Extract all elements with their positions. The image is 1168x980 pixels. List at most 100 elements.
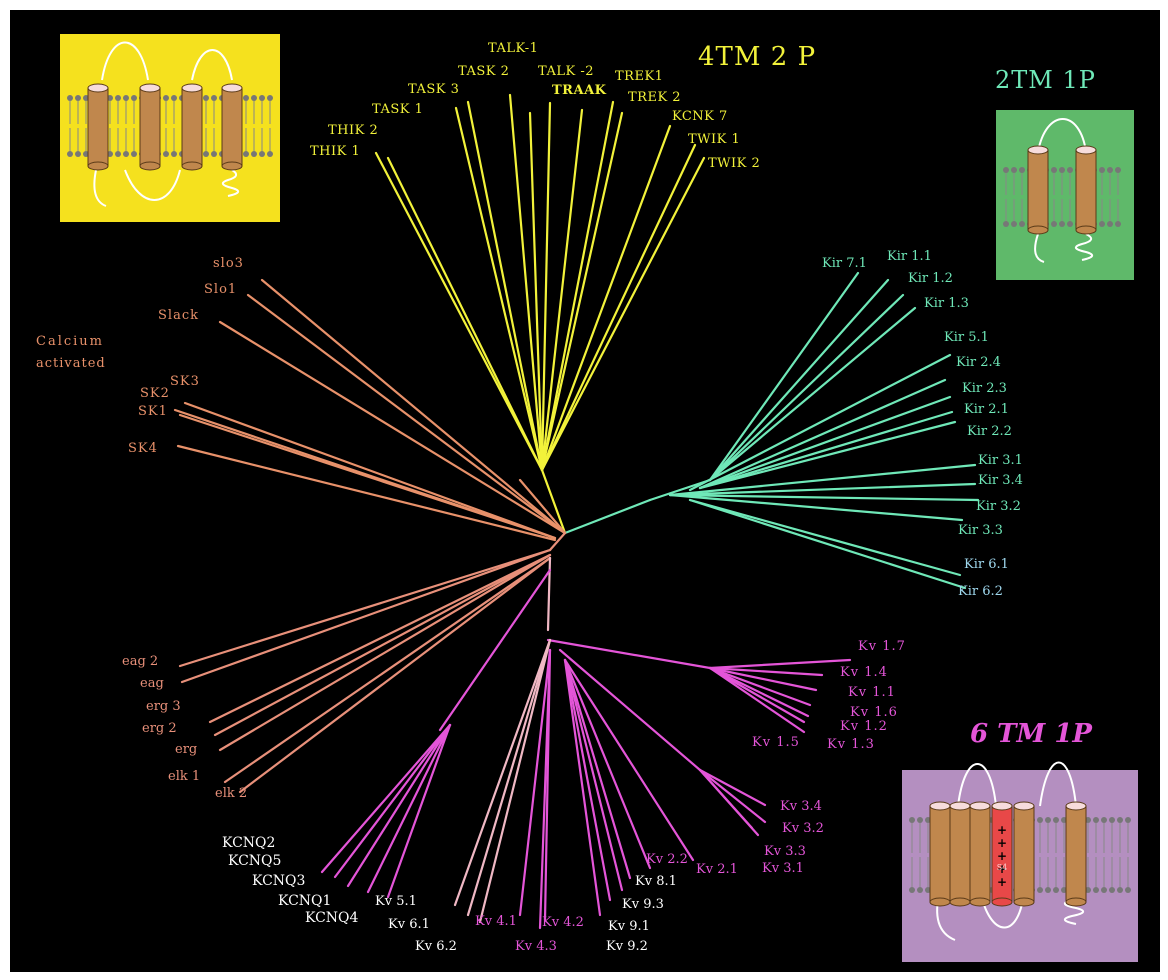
lipid-head-icon	[211, 151, 217, 157]
helix-top-icon	[949, 801, 971, 811]
kcnq-label: KCNQ5	[228, 853, 281, 869]
helix-bottom-icon	[139, 161, 161, 171]
kir-label: Kir 2.4	[956, 355, 1001, 370]
n-term-icon	[1034, 233, 1045, 263]
kv1-label: Kv 1.5	[752, 735, 800, 750]
helix-bottom-icon	[181, 161, 203, 171]
lipid-head-icon	[123, 95, 129, 101]
s4-charge-label: +	[997, 862, 1007, 876]
kvmid-branch	[563, 658, 602, 917]
s4-charge-label: +	[997, 823, 1007, 837]
k2p-stem	[540, 468, 567, 535]
kv1-branch	[708, 666, 810, 718]
eag-branch	[208, 553, 552, 724]
lipid-head-icon	[163, 151, 169, 157]
helix-body-icon	[1065, 805, 1087, 903]
lipid-head-icon	[67, 151, 73, 157]
kir-branch	[698, 395, 952, 490]
k2p-label: TWIK 2	[708, 156, 760, 171]
s4-charge-label: +	[997, 849, 1007, 863]
helix-icon	[1027, 145, 1049, 235]
k2p-label: TASK 3	[408, 82, 459, 97]
kcnq-branch	[346, 723, 452, 888]
eag-label: eag 2	[122, 654, 158, 669]
kir-branch	[668, 493, 964, 522]
pore-loop-icon	[1039, 761, 1077, 807]
eag-stem	[548, 531, 567, 552]
kv1-label: Kv 1.6	[850, 705, 898, 720]
lipid-head-icon	[75, 95, 81, 101]
kv1-stem	[546, 638, 712, 670]
eag-label: erg 2	[142, 721, 177, 736]
kv1-branch	[708, 658, 852, 670]
helix-top-icon	[991, 801, 1013, 811]
helix-top-icon	[181, 83, 203, 93]
kir-label: Kir 6.2	[958, 584, 1003, 599]
kir-stem-inner	[648, 478, 712, 502]
lipid-head-icon	[1003, 221, 1009, 227]
kv1-branch	[708, 666, 824, 677]
eag-branch	[238, 556, 552, 794]
calcium-branch	[246, 293, 567, 535]
kir-branch	[708, 271, 860, 482]
helix-top-icon	[1027, 145, 1049, 155]
kir-label: Kir 3.3	[958, 523, 1003, 538]
kv1-label: Kv 1.1	[848, 685, 896, 700]
s4-charge-label: +	[997, 875, 1007, 889]
kv4-label: Kv 4.3	[515, 939, 557, 954]
kv1-branch	[708, 666, 806, 724]
kir-label: Kir 5.1	[944, 330, 989, 345]
helix-top-icon	[221, 83, 243, 93]
helix-icon	[1013, 801, 1035, 907]
helix-icon	[87, 83, 109, 171]
k2p-branch	[454, 106, 544, 472]
helix-body-icon	[221, 87, 243, 167]
lipid-head-icon	[1011, 221, 1017, 227]
kir-branch	[708, 278, 890, 482]
lipid-head-icon	[163, 95, 169, 101]
k2p-label: TWIK 1	[688, 132, 740, 147]
pore-loop-icon	[1037, 118, 1087, 153]
kv3-stem	[558, 648, 702, 772]
lipid-head-icon	[1115, 167, 1121, 173]
lipid-head-icon	[1037, 887, 1043, 893]
kvmid-label: Kv 8.1	[635, 874, 677, 889]
kv-stem	[546, 556, 552, 632]
kir-branch	[668, 463, 977, 497]
helix-bottom-icon	[1075, 225, 1097, 235]
kcnq-branch	[320, 723, 452, 874]
helix-bottom-icon	[929, 897, 951, 907]
helix-icon	[949, 801, 971, 907]
lipid-head-icon	[251, 95, 257, 101]
lipid-head-icon	[243, 151, 249, 157]
lipid-head-icon	[1093, 887, 1099, 893]
eag-label: eag	[140, 676, 164, 691]
kir-label: Kir 2.3	[962, 381, 1007, 396]
kir-label: Kir 1.1	[887, 249, 932, 264]
lipid-head-icon	[171, 95, 177, 101]
lipid-head-icon	[115, 151, 121, 157]
helix-bottom-icon	[87, 161, 109, 171]
kcnq-branch	[386, 723, 452, 899]
calcium-activated-label: Calcium	[36, 334, 104, 349]
calcium-label: Slo1	[204, 282, 237, 297]
calcium-activated-label: activated	[36, 356, 106, 371]
group-title-2tm: 2TM 1P	[995, 66, 1096, 94]
kvlow-branch	[453, 638, 552, 907]
eag-branch	[218, 553, 552, 752]
lipid-head-icon	[171, 151, 177, 157]
helix-icon	[221, 83, 243, 171]
lipid-head-icon	[259, 151, 265, 157]
k2p-label: THIK 2	[328, 123, 378, 138]
lipid-head-icon	[1067, 221, 1073, 227]
lipid-head-icon	[1107, 221, 1113, 227]
helix-top-icon	[929, 801, 951, 811]
lipid-head-icon	[1059, 221, 1065, 227]
lipid-head-icon	[1053, 817, 1059, 823]
s4-helix-icon	[991, 801, 1013, 907]
helix-body-icon	[929, 805, 951, 903]
k2p-branch	[540, 156, 706, 472]
kv4-branch	[518, 648, 552, 917]
kvmid-label: Kv 2.1	[696, 862, 738, 877]
